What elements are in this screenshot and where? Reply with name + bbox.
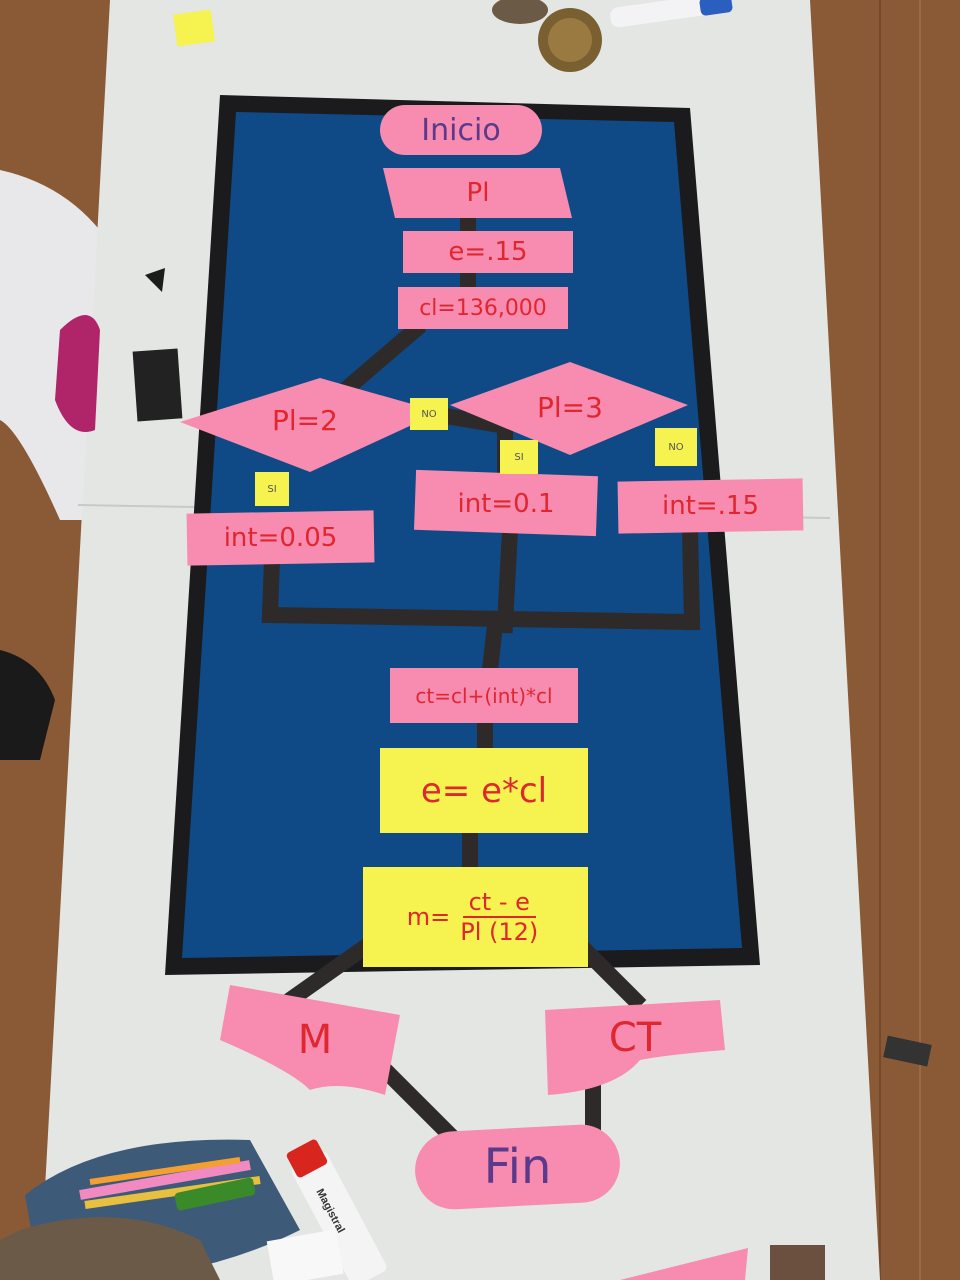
output-ct — [545, 1000, 725, 1095]
process-int-a — [186, 510, 375, 566]
tag-no-1: NO — [410, 398, 448, 430]
calc-m-fraction: ct - e Pl (12) — [454, 888, 544, 946]
process-e-calc — [380, 748, 588, 833]
output-m-label: M — [297, 1017, 333, 1063]
assign-e-label: e=.15 — [448, 237, 528, 267]
tag-si-2: SI — [500, 440, 538, 474]
int-b-label: int=0.1 — [457, 489, 555, 519]
calc-m: m= ct - e Pl (12) — [363, 867, 588, 967]
process-int-c — [617, 478, 804, 534]
calc-m-numerator: ct - e — [462, 888, 536, 918]
tag-si-1: SI — [255, 472, 289, 506]
end-terminator — [415, 1124, 620, 1210]
calc-ct-label: ct=cl+(int)*cl — [415, 683, 553, 708]
int-c-label: int=.15 — [661, 491, 760, 521]
start-label: Inicio — [421, 112, 501, 148]
calc-m-denominator: Pl (12) — [460, 918, 539, 946]
decision-pl-2 — [180, 378, 440, 472]
start-terminator — [380, 105, 542, 155]
process-int-b — [414, 469, 598, 537]
end-label: Fin — [483, 1139, 552, 1195]
process-ct — [390, 668, 578, 723]
calc-e-label: e= e*cl — [420, 770, 548, 811]
tag-no-2: NO — [655, 428, 697, 466]
decision-2-label: Pl=3 — [537, 390, 603, 424]
process-cl — [398, 287, 568, 329]
calc-m-prefix: m= — [406, 903, 451, 931]
blue-felt — [182, 112, 742, 958]
input-parallelogram — [383, 168, 572, 218]
decision-pl-3 — [450, 362, 688, 455]
int-a-label: int=0.05 — [223, 523, 338, 553]
marker — [286, 1139, 387, 1280]
input-label: Pl — [466, 178, 490, 208]
output-ct-label: CT — [608, 1014, 662, 1061]
assign-cl-label: cl=136,000 — [419, 295, 547, 321]
process-e — [403, 231, 573, 273]
output-m — [220, 985, 400, 1095]
decision-1-label: Pl=2 — [272, 403, 338, 437]
